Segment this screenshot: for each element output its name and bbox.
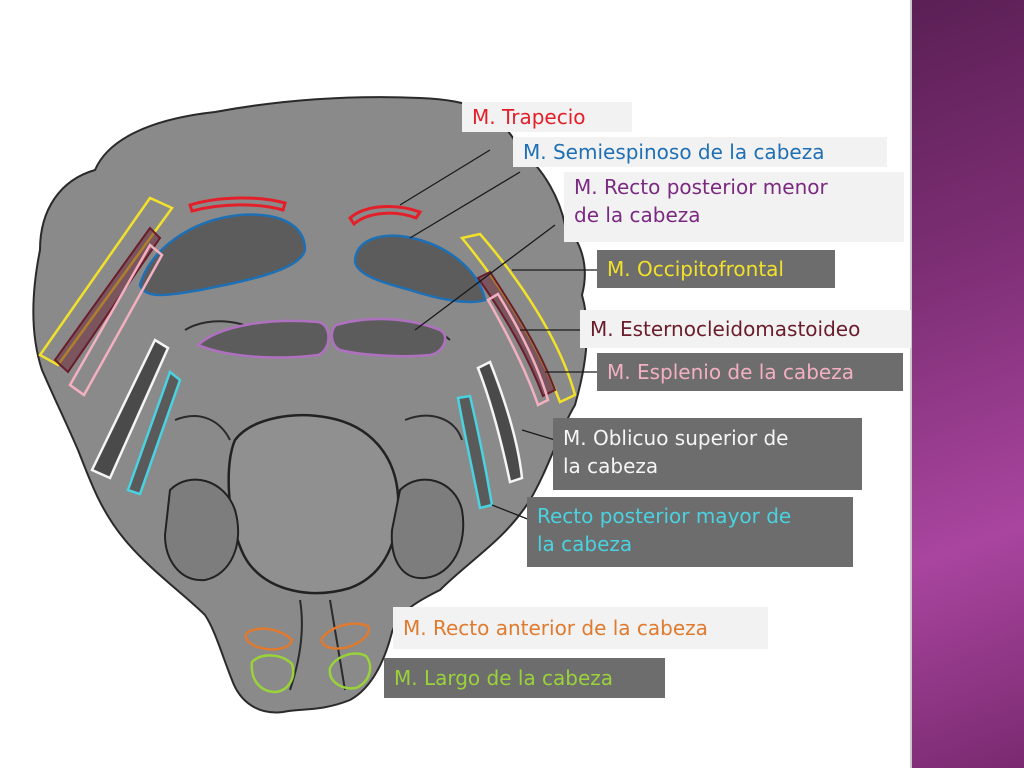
skull-base-diagram [32,96,600,714]
recto-menor-outline-left [195,319,330,359]
semiespinoso-outline-right [353,234,487,304]
foramen-magnum [227,414,400,595]
label-esternocleidomastoideo: M. Esternocleidomastoideo [580,310,911,348]
label-recto-menor-line2: de la cabeza [574,203,701,227]
occipitofrontal-outline-left [38,196,174,367]
label-largo-text: M. Largo de la cabeza [394,666,614,690]
label-esplenio-text: M. Esplenio de la cabeza [607,360,854,384]
trapecio-outline-right [348,205,423,227]
largo-outline-right [328,652,372,690]
label-trapecio: M. Trapecio [462,102,632,132]
label-oblicuo-line2: la cabeza [563,454,659,478]
trapecio-outline-left [188,196,287,213]
recto-menor-outline-right [330,317,447,358]
esterno-outline-left [53,226,162,374]
right-condyle [390,478,465,580]
semiespinoso-outline-left [138,213,307,297]
leader-lines [399,149,600,521]
label-oblicuo-superior: M. Oblicuo superior de la cabeza [553,418,862,490]
esplenio-outline-right [486,292,550,407]
label-esterno-text: M. Esternocleidomastoideo [590,317,861,341]
left-condyle [163,478,240,582]
label-semiespinoso-text: M. Semiespinoso de la cabeza [523,140,825,164]
esplenio-outline-left [68,243,164,397]
label-recto-anterior: M. Recto anterior de la cabeza [393,607,768,649]
side-bar-edge [910,0,913,768]
label-occipitofrontal-text: M. Occipitofrontal [607,257,784,281]
label-recto-posterior-menor: M. Recto posterior menor de la cabeza [564,172,904,242]
label-recto-menor-line1: M. Recto posterior menor [574,175,828,199]
left-middle-fossa [198,320,329,358]
recto-mayor-outline-left [126,369,182,496]
right-upper-fossa [355,235,485,302]
label-recto-posterior-mayor: Recto posterior mayor de la cabeza [527,497,853,567]
oblicuo-outline-left [90,338,170,480]
label-semiespinoso: M. Semiespinoso de la cabeza [513,137,887,167]
recto-anterior-outline-right [320,622,371,650]
label-oblicuo-line1: M. Oblicuo superior de [563,426,789,450]
label-recto-anterior-text: M. Recto anterior de la cabeza [403,616,708,640]
label-recto-mayor-line1: Recto posterior mayor de [537,504,792,528]
decorative-side-bar [912,0,1024,768]
label-occipitofrontal: M. Occipitofrontal [597,250,835,288]
label-esplenio: M. Esplenio de la cabeza [597,353,903,391]
oblicuo-outline-right [476,360,524,484]
largo-outline-left [250,654,295,694]
label-largo: M. Largo de la cabeza [384,658,665,698]
label-trapecio-text: M. Trapecio [472,105,586,129]
recto-anterior-outline-left [244,627,294,651]
label-recto-mayor-line2: la cabeza [537,532,633,556]
